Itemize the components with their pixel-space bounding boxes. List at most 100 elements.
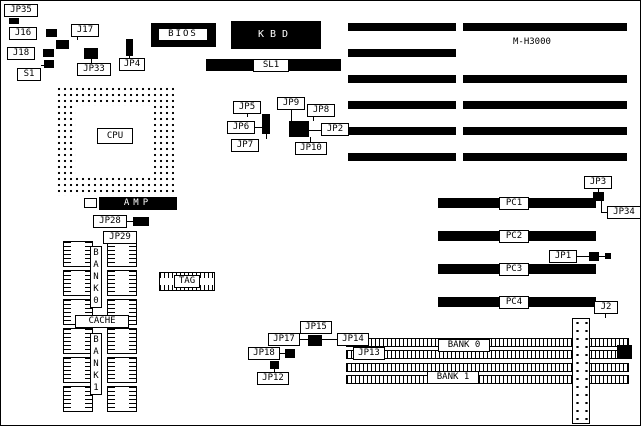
j2-power-connector: [572, 318, 590, 424]
jumper-label-jp5: JP5: [233, 101, 261, 114]
cache-chip: [63, 270, 93, 296]
isa-slot-segment: [348, 127, 456, 135]
jumper-label-jp10: JP10: [295, 142, 327, 155]
mount-block: [617, 345, 632, 359]
jumper-label-jp8: JP8: [307, 104, 335, 117]
cache-chip: [63, 328, 93, 354]
simm-bank0-label: BANK 0: [438, 339, 490, 352]
connector-jp33: [84, 48, 98, 59]
jumper-label-jp28: JP28: [93, 215, 127, 228]
isa-slot-segment: [348, 101, 456, 109]
model-label: M-H3000: [513, 37, 551, 47]
pci-label-pc2: PC2: [499, 230, 529, 243]
leader-line: [601, 201, 602, 212]
isa-slot-segment: [348, 153, 456, 161]
tag-label: TAG: [174, 275, 200, 288]
connector-jp28: [133, 217, 149, 226]
leader-line: [255, 127, 262, 128]
isa-slot-segment: [463, 127, 627, 135]
connector-jp4: [126, 39, 133, 56]
leader-line: [291, 110, 292, 121]
jumper-label-jp7: JP7: [231, 139, 259, 152]
leader-line: [266, 134, 267, 139]
jumper-label-jp12: JP12: [257, 372, 289, 385]
connector-s1: [44, 60, 54, 68]
leader-line: [605, 314, 606, 318]
jumper-label-jp13: JP13: [353, 347, 385, 360]
jumper-label-jp33: JP33: [77, 63, 111, 76]
cache-chip: [63, 357, 93, 383]
connector-jp12: [270, 361, 279, 369]
connector-j18: [43, 49, 54, 57]
jumper-label-jp18: JP18: [248, 347, 280, 360]
jumper-label-j16: J16: [9, 27, 37, 40]
leader-line: [300, 339, 308, 340]
connector-jp3: [593, 192, 604, 201]
cache-chip: [107, 328, 137, 354]
switch-label-s1: S1: [17, 68, 41, 81]
cache-chip: [107, 386, 137, 412]
cache-chip: [107, 241, 137, 267]
leader-line: [322, 339, 337, 340]
connector-jp1-pin: [605, 253, 611, 259]
jumper-label-jp15: JP15: [300, 321, 332, 334]
jumper-label-jp9: JP9: [277, 97, 305, 110]
jumper-label-jp14: JP14: [337, 333, 369, 346]
leader-line: [77, 37, 78, 40]
jumper-label-jp34: JP34: [607, 206, 640, 219]
leader-line: [91, 59, 92, 63]
isa-slot-segment: [463, 75, 627, 83]
leader-line: [310, 137, 311, 142]
pci-label-pc4: PC4: [499, 296, 529, 309]
leader-line: [601, 212, 607, 213]
jumper-label-jp17: JP17: [268, 333, 300, 346]
isa-slot-segment: [348, 75, 456, 83]
leader-line: [598, 189, 599, 192]
jumper-label-jp3: JP3: [584, 176, 612, 189]
connector-jp1: [589, 252, 599, 261]
jumper-label-j18: J18: [7, 47, 35, 60]
jumper-pin-strip: [262, 114, 270, 134]
jumper-label-jp1: JP1: [549, 250, 577, 263]
cache-bank1-label: BANK 1: [90, 333, 102, 395]
connector-jp18: [285, 349, 295, 358]
leader-line: [247, 114, 248, 117]
cache-label: CACHE: [75, 315, 129, 328]
connector-j16: [46, 29, 57, 37]
amp-pad: [84, 198, 97, 208]
leader-line: [313, 117, 314, 121]
leader-line: [577, 256, 589, 257]
cache-chip: [107, 270, 137, 296]
simm-socket: [346, 363, 629, 372]
connector-j17: [56, 40, 69, 49]
cache-chip: [107, 357, 137, 383]
pci-label-pc1: PC1: [499, 197, 529, 210]
simm-bank1-label: BANK 1: [427, 371, 479, 384]
cache-chip: [63, 386, 93, 412]
simm-socket: [346, 375, 629, 384]
sl1-label: SL1: [253, 59, 289, 72]
cpu-label: CPU: [97, 128, 133, 144]
cache-chip: [63, 241, 93, 267]
pci-label-pc3: PC3: [499, 263, 529, 276]
leader-line: [309, 130, 321, 131]
isa-slot-segment: [463, 101, 627, 109]
jumper-label-jp2: JP2: [321, 123, 349, 136]
leader-line: [280, 353, 285, 354]
leader-line: [599, 256, 605, 257]
jumper-label-j17: J17: [71, 24, 99, 37]
jumper-label-jp29: JP29: [103, 231, 137, 244]
isa-slot-segment: [348, 49, 456, 57]
cache-bank0-label: BANK 0: [90, 246, 102, 308]
leader-line: [41, 65, 44, 66]
jumper-jp35: [9, 18, 19, 24]
leader-line: [274, 369, 275, 372]
leader-line: [127, 221, 133, 222]
bios-label: BIOS: [158, 28, 208, 41]
isa-slot-segment: [348, 23, 456, 31]
isa-slot-segment: [463, 23, 627, 31]
jumper-label-jp4: JP4: [119, 58, 145, 71]
kbd-chip: KBD: [231, 21, 321, 49]
jumper-label-jp6: JP6: [227, 121, 255, 134]
